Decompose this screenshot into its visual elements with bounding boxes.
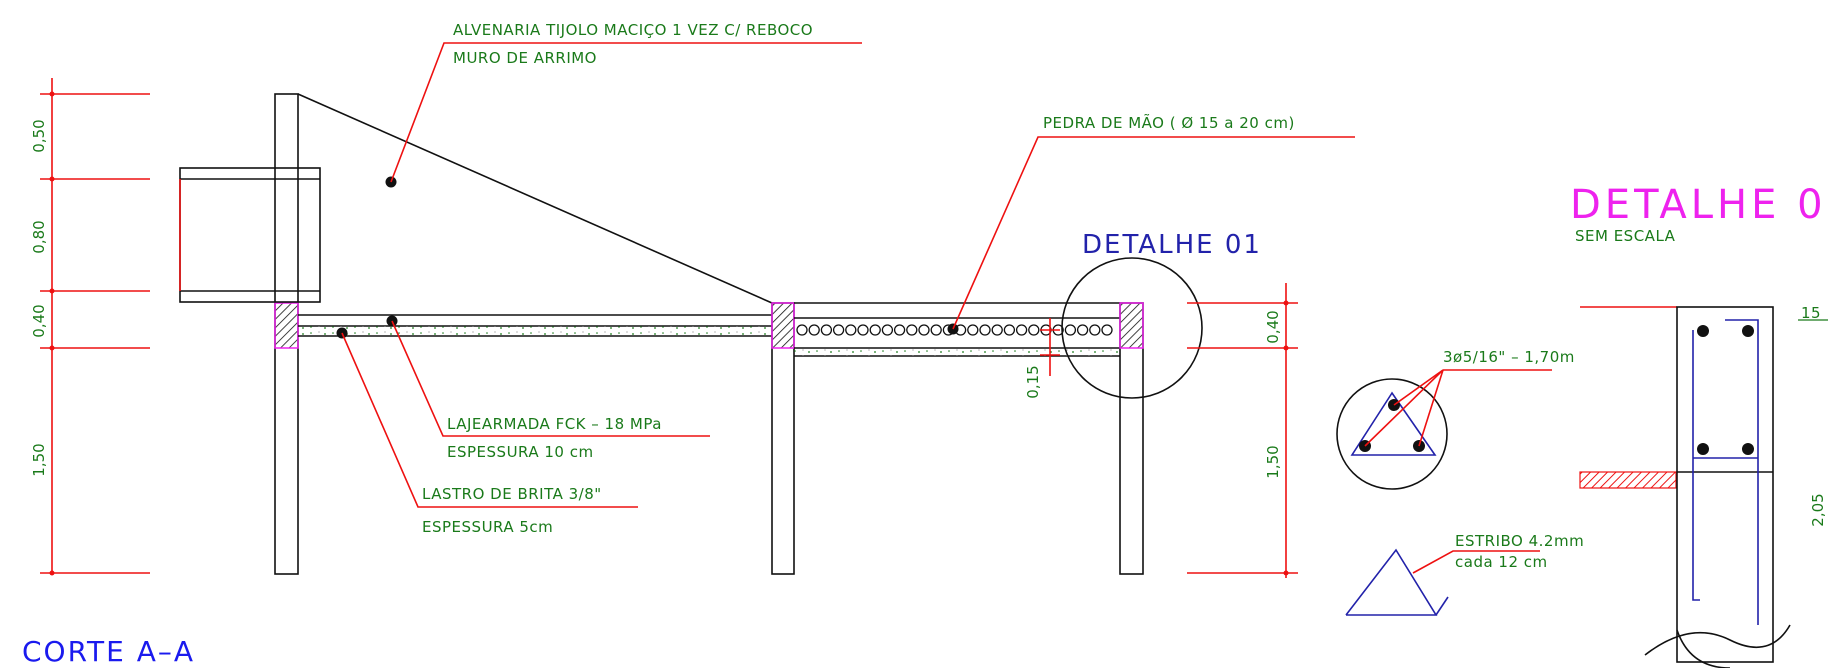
right-dimension-chain: 0,40 1,50 [1187, 283, 1298, 578]
leader-laje: LAJEARMADA FCK – 18 MPa ESPESSURA 10 cm [391, 320, 710, 461]
dim-left-3: 0,40 [30, 304, 48, 337]
dim-right-2: 1,50 [1264, 445, 1282, 478]
dim-right-1: 0,40 [1264, 310, 1282, 343]
stone [1028, 324, 1040, 336]
dim-015: 0,15 [1024, 365, 1042, 398]
leader-pedra: PEDRA DE MÃO ( Ø 15 a 20 cm) [952, 113, 1355, 330]
label-estribo: ESTRIBO 4.2mm [1455, 532, 1584, 550]
left-dimension-chain: 0,50 0,80 0,40 1,50 [30, 78, 150, 576]
retaining-wall: 0,15 [179, 93, 1203, 575]
stirrup: ESTRIBO 4.2mm cada 12 cm [1345, 532, 1584, 616]
detail-01: DETALHE 01 SEM ESCALA 15 2,05 [1570, 182, 1828, 668]
stone [893, 324, 906, 336]
stone [979, 324, 991, 336]
label-laje: LAJEARMADA FCK – 18 MPa [447, 415, 662, 433]
stone [796, 324, 808, 336]
leader-alvenaria: ALVENARIA TIJOLO MACIÇO 1 VEZ C/ REBOCO … [390, 21, 862, 183]
stone [991, 324, 1003, 336]
stone [967, 324, 979, 336]
label-sem-escala: SEM ESCALA [1575, 227, 1676, 245]
stone [832, 324, 845, 336]
stone [1089, 324, 1101, 336]
label-muro: MURO DE ARRIMO [453, 49, 597, 67]
stone [845, 324, 857, 336]
stone [1101, 324, 1113, 336]
stone [1064, 324, 1077, 336]
stone [869, 324, 881, 336]
stone [857, 324, 869, 336]
detail-title-big: DETALHE 01 [1570, 182, 1828, 228]
stone [881, 324, 894, 336]
dim-left-2: 0,80 [30, 220, 48, 253]
leader-lastro: LASTRO DE BRITA 3/8" ESPESSURA 5cm [341, 332, 638, 536]
stone [1003, 324, 1016, 336]
label-estribo-esp: cada 12 cm [1455, 553, 1548, 571]
stone [1015, 324, 1028, 336]
stone [906, 324, 918, 336]
stone [918, 324, 930, 336]
rebar-section: 3ø5/16" – 1,70m [1336, 348, 1575, 490]
label-lastro: LASTRO DE BRITA 3/8" [422, 485, 602, 503]
section-title: CORTE A–A [22, 635, 195, 668]
label-pedra: PEDRA DE MÃO ( Ø 15 a 20 cm) [1043, 113, 1295, 132]
stone [930, 324, 942, 336]
stone [1076, 324, 1089, 336]
stone [820, 324, 833, 336]
label-alvenaria: ALVENARIA TIJOLO MACIÇO 1 VEZ C/ REBOCO [453, 21, 813, 39]
detail-title-small: DETALHE 01 [1082, 230, 1262, 260]
dim-left-1: 0,50 [30, 119, 48, 152]
dim-left-4: 1,50 [30, 443, 48, 476]
stone [808, 324, 820, 336]
label-lastro-esp: ESPESSURA 5cm [422, 518, 553, 536]
label-laje-esp: ESPESSURA 10 cm [447, 443, 594, 461]
dim-205: 2,05 [1809, 493, 1827, 526]
dim-15-right: 15 [1801, 304, 1821, 322]
label-ferro: 3ø5/16" – 1,70m [1443, 348, 1575, 366]
